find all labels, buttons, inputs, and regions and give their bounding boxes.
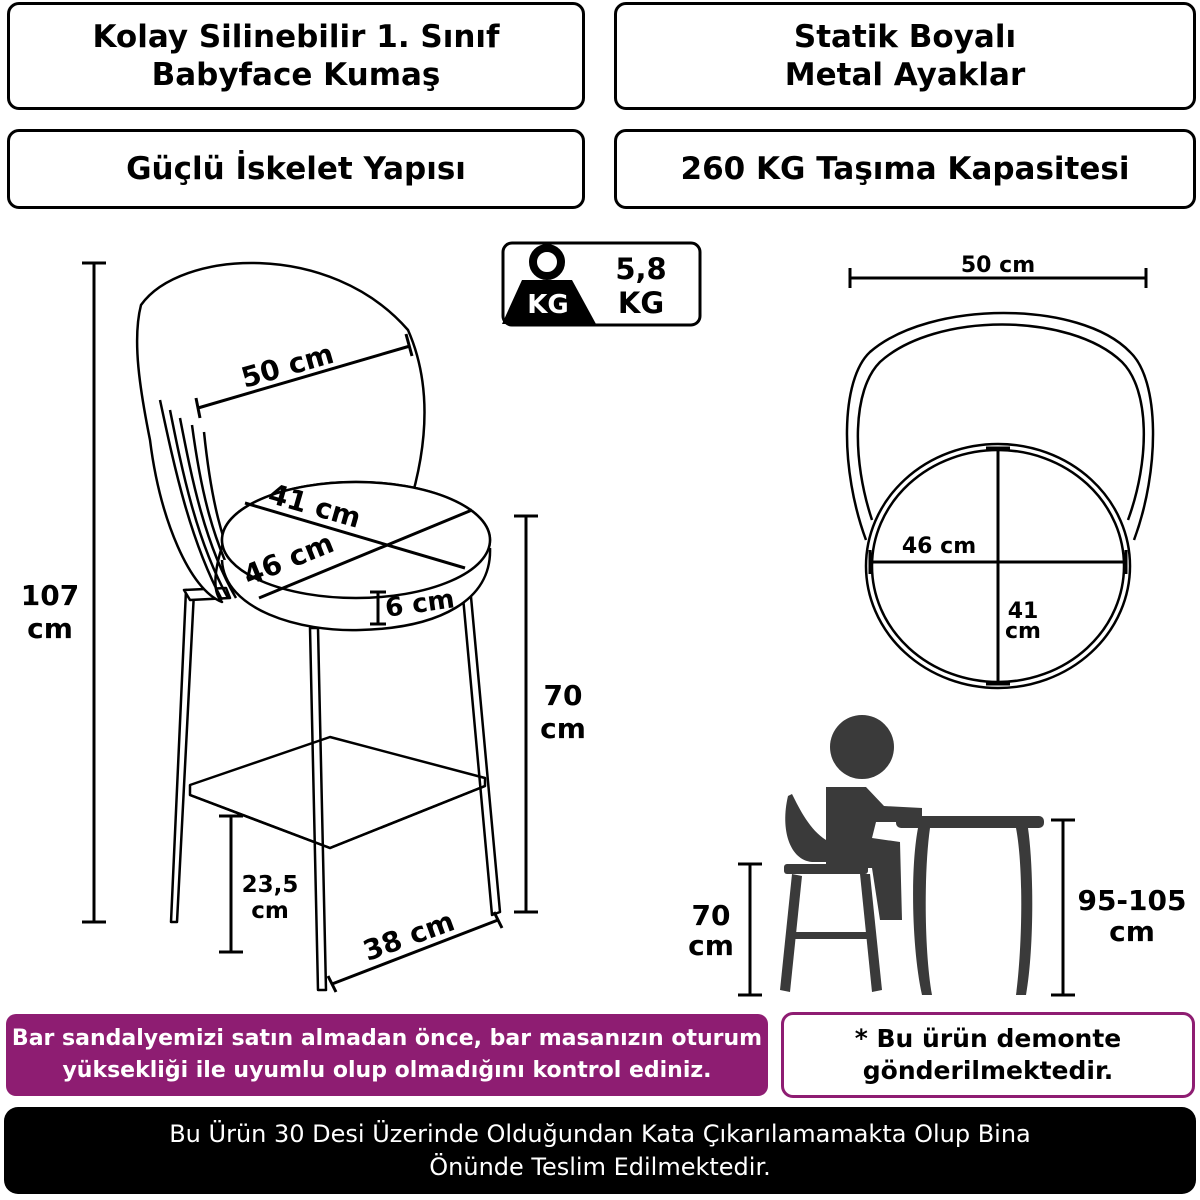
total-height-unit: cm [27, 612, 73, 645]
feature-capacity: 260 KG Taşıma Kapasitesi [614, 129, 1196, 209]
top-seat-width-label: 46 cm [902, 534, 976, 559]
side-view-dimensions [82, 261, 538, 993]
assembly-note: * Bu ürün demonte gönderilmektedir. [781, 1012, 1195, 1098]
seat-height-value: 70 [544, 679, 583, 712]
total-height-value: 107 [21, 579, 79, 612]
delivery-note: Bu Ürün 30 Desi Üzerinde Olduğundan Kata… [4, 1107, 1196, 1194]
usage-seat-unit: cm [688, 929, 734, 962]
usage-dimensions [738, 818, 1075, 997]
feature-fabric-line2: Babyface Kumaş [151, 57, 441, 93]
side-view-chair [135, 261, 502, 992]
feature-capacity-line1: 260 KG Taşıma Kapasitesi [680, 151, 1130, 187]
weight-unit: KG [618, 286, 664, 320]
height-note-line2: yüksekliği ile uyumlu olup olmadığını ko… [62, 1058, 712, 1083]
top-depth-unit: cm [1005, 619, 1041, 644]
top-view-dimensions [848, 268, 1148, 686]
height-compatibility-note: Bar sandalyemizi satın almadan önce, bar… [6, 1014, 768, 1096]
footrest-value: 23,5 [242, 872, 299, 898]
feature-fabric: Kolay Silinebilir 1. Sınıf Babyface Kuma… [7, 2, 585, 110]
person-head-icon [830, 715, 894, 779]
feature-fabric-line1: Kolay Silinebilir 1. Sınıf [92, 19, 500, 55]
top-width-label: 50 cm [961, 253, 1035, 278]
feature-legs: Statik Boyalı Metal Ayaklar [614, 2, 1196, 110]
usage-labels: 70 cm 95-105 cm [688, 884, 1186, 962]
kettlebell-label: KG [527, 290, 569, 320]
usage-table-value: 95-105 [1077, 884, 1186, 917]
seat-height-unit: cm [540, 712, 586, 745]
person-at-table-illustration [780, 715, 1044, 995]
usage-seat-value: 70 [692, 899, 731, 932]
top-view-chair [845, 311, 1155, 690]
top-view-labels: 50 cm 46 cm 41 cm [902, 253, 1041, 644]
usage-table-unit: cm [1109, 915, 1155, 948]
weight-badge: KG 5,8 KG [501, 241, 702, 327]
delivery-note-line1: Bu Ürün 30 Desi Üzerinde Olduğundan Kata… [169, 1119, 1031, 1148]
assembly-note-line2: gönderilmektedir. [862, 1056, 1114, 1085]
weight-value: 5,8 [615, 252, 666, 286]
feature-legs-line2: Metal Ayaklar [784, 57, 1026, 93]
assembly-note-line1: * Bu ürün demonte [854, 1024, 1122, 1053]
feature-frame-line1: Güçlü İskelet Yapısı [126, 151, 466, 187]
feature-frame: Güçlü İskelet Yapısı [7, 129, 585, 209]
base-width-label: 38 cm [359, 904, 459, 967]
kettlebell-icon [502, 244, 596, 324]
delivery-note-line2: Önünde Teslim Edilmektedir. [429, 1152, 771, 1181]
height-note-line1: Bar sandalyemizi satın almadan önce, bar… [11, 1026, 763, 1051]
top-depth-value: 41 [1008, 599, 1039, 624]
footrest-unit: cm [251, 898, 289, 924]
feature-legs-line1: Statik Boyalı [793, 19, 1017, 55]
